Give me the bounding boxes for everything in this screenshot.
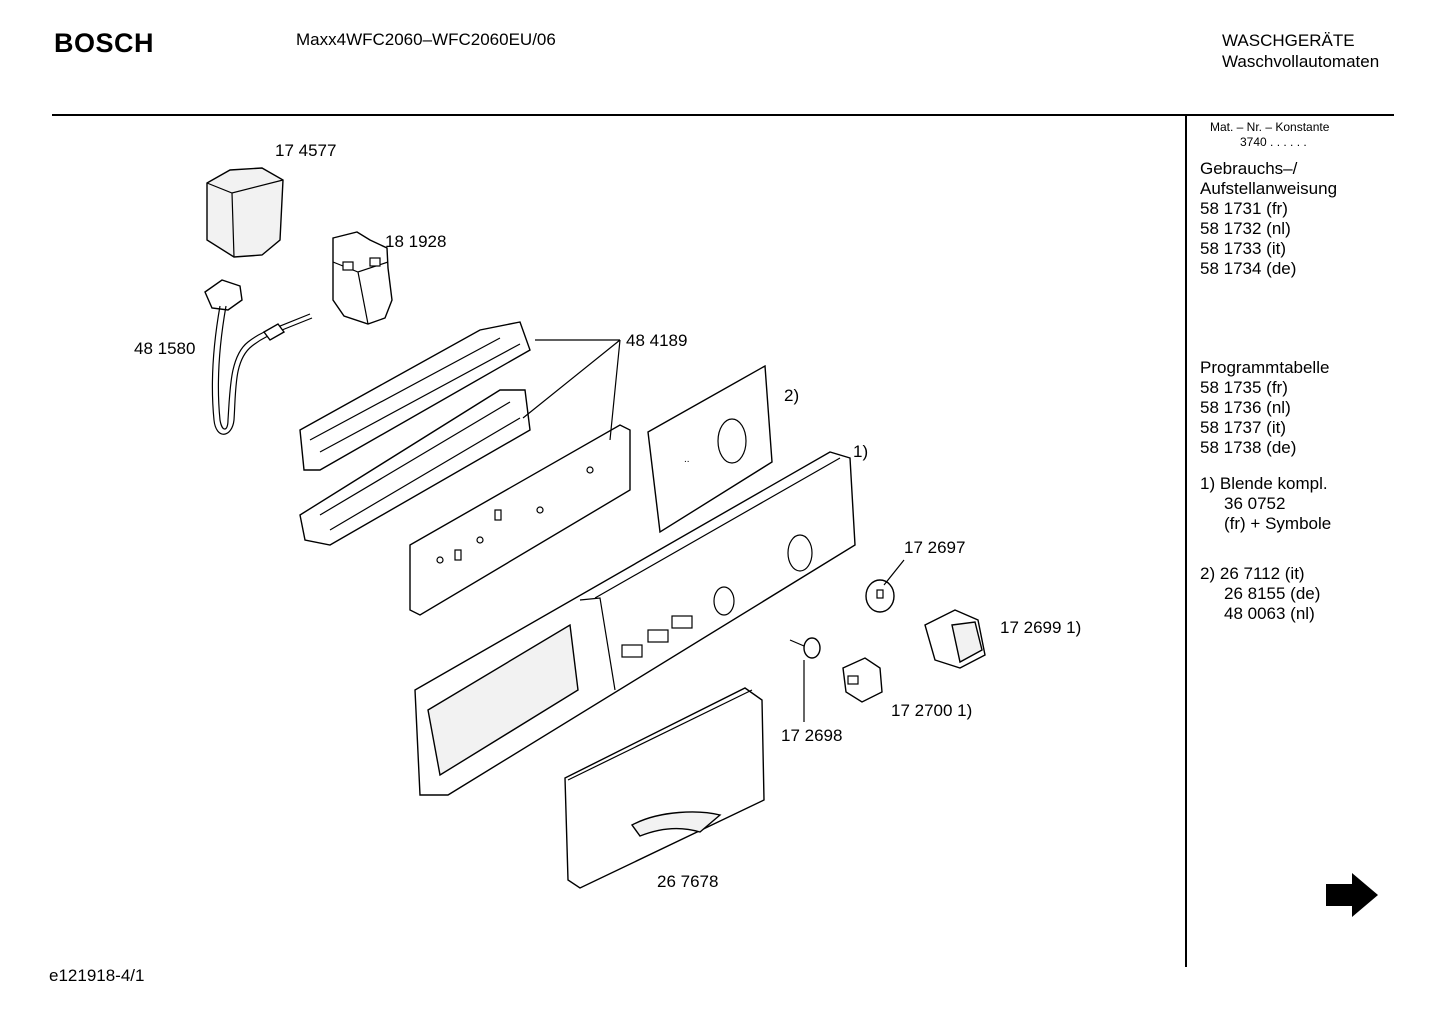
note-2-line-1: 26 7112 (it) (1219, 564, 1305, 583)
category-line-1: WASCHGERÄTE (1222, 31, 1355, 50)
list-item: 58 1736 (nl) (1200, 398, 1291, 417)
knob-172697 (865, 579, 895, 613)
note-1-line-1: Blende kompl. (1219, 474, 1328, 493)
mat-number-label: Mat. – Nr. – Konstante (1210, 120, 1330, 134)
note-2-line-3: 48 0063 (nl) (1224, 604, 1315, 623)
part-label-172699: 17 2699 1) (1000, 618, 1082, 637)
svg-text:..: .. (684, 454, 690, 465)
program-list: Programmtabelle 58 1735 (fr) 58 1736 (nl… (1200, 358, 1329, 458)
part-label-note-2: 2) (784, 386, 800, 405)
control-panel (414, 451, 856, 796)
model-title: Maxx4WFC2060–WFC2060EU/06 (296, 30, 556, 49)
program-title: Programmtabelle (1200, 358, 1330, 377)
mat-number-value: 3740 . . . . . . (1240, 135, 1307, 149)
arrow-right-icon (1326, 873, 1378, 917)
program-label-sheet: .. (647, 364, 773, 534)
list-item: 58 1738 (de) (1200, 438, 1297, 457)
note-1-line-2: 36 0752 (1224, 494, 1286, 513)
list-item: 58 1732 (nl) (1200, 219, 1291, 238)
knob-172700 (842, 657, 883, 703)
list-item: 58 1731 (fr) (1200, 199, 1288, 218)
detergent-drawer-cover (564, 687, 765, 889)
header-divider (52, 114, 1394, 116)
note-1: 1) Blende kompl. 36 0752 (fr) + Symbole (1200, 474, 1331, 534)
part-label-172698: 17 2698 (781, 726, 843, 745)
brand-logo: BOSCH (54, 28, 155, 58)
list-item: 58 1733 (it) (1200, 239, 1286, 258)
list-item: 58 1735 (fr) (1200, 378, 1288, 397)
filter-module (332, 231, 393, 325)
part-label-note-1: 1) (853, 442, 869, 461)
note-1-line-3: (fr) + Symbole (1224, 514, 1332, 533)
list-item: 58 1737 (it) (1200, 418, 1286, 437)
part-label-267678: 26 7678 (657, 872, 719, 891)
part-label-484189: 48 4189 (626, 331, 688, 350)
note-1-marker: 1) (1200, 474, 1216, 493)
part-label-181928: 18 1928 (385, 232, 447, 251)
cover-cap (206, 167, 284, 258)
manual-title-1: Gebrauchs–/ (1200, 159, 1298, 178)
manual-title-2: Aufstellanweisung (1200, 179, 1338, 198)
list-item: 58 1734 (de) (1200, 259, 1297, 278)
category-label: WASCHGERÄTE Waschvollautomaten (1222, 30, 1379, 72)
category-line-2: Waschvollautomaten (1222, 52, 1380, 71)
note-2: 2) 26 7112 (it) 26 8155 (de) 48 0063 (nl… (1200, 564, 1320, 624)
part-label-172697: 17 2697 (904, 538, 966, 557)
power-cord (204, 279, 313, 435)
note-2-line-2: 26 8155 (de) (1224, 584, 1321, 603)
control-board (299, 321, 631, 616)
part-label-172700: 17 2700 1) (891, 701, 973, 720)
note-2-marker: 2) (1200, 564, 1216, 583)
knob-172699 (924, 609, 986, 669)
manual-list: Gebrauchs–/ Aufstellanweisung 58 1731 (f… (1200, 159, 1337, 279)
knob-172698 (789, 637, 821, 659)
sidebar-divider (1185, 116, 1187, 967)
part-label-481580: 48 1580 (134, 339, 196, 358)
drawing-code: e121918-4/1 (49, 966, 145, 985)
part-label-174577: 17 4577 (275, 141, 337, 160)
